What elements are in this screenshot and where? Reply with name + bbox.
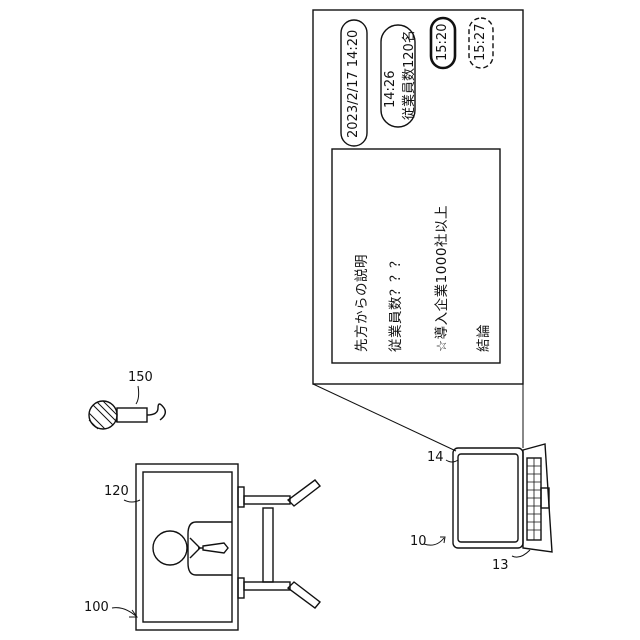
stand-bottom-mount xyxy=(238,578,244,598)
microphone-body xyxy=(117,408,147,422)
leader-150 xyxy=(136,386,139,404)
microphone-group xyxy=(89,401,165,429)
laptop-screen-area xyxy=(458,454,518,542)
laptop-group xyxy=(453,444,552,552)
person-head xyxy=(153,531,187,565)
slide-line-4: 結論 xyxy=(472,324,492,352)
ref-100: 100 xyxy=(84,600,109,615)
ref-150: 150 xyxy=(128,370,153,385)
stand-upper-foot xyxy=(288,480,320,506)
stand-top-mount xyxy=(238,487,244,507)
stand-lower-arm xyxy=(244,582,290,590)
tag-time-bold-text: 15:20 xyxy=(435,24,450,61)
person-body xyxy=(188,522,232,575)
ref-10: 10 xyxy=(410,534,427,549)
stand-lower-foot xyxy=(288,582,320,608)
person-tie xyxy=(203,543,228,553)
leader-13 xyxy=(512,550,530,557)
ref-14: 14 xyxy=(427,450,444,465)
ref-13: 13 xyxy=(492,558,509,573)
ref-120: 120 xyxy=(104,484,129,499)
leader-100 xyxy=(112,608,136,616)
tag-time-dashed-text: 15:27 xyxy=(473,24,488,61)
tag-datetime-text: 2023/2/17 14:20 xyxy=(346,30,361,138)
tag-note-time-text: 14:26 xyxy=(383,71,398,108)
leader-14 xyxy=(446,460,458,462)
stand-column xyxy=(263,508,273,582)
slide-line-3: ☆導入企業1000社以上 xyxy=(430,205,450,352)
microphone-cable xyxy=(147,404,165,420)
leader-10 xyxy=(424,538,444,545)
slide-line-2: 従業員数？？？ xyxy=(384,254,404,352)
leader-120 xyxy=(124,500,140,502)
laptop-keys xyxy=(527,458,541,540)
display-group xyxy=(136,464,320,630)
tag-note-text: 従業員数120名 xyxy=(398,30,417,120)
callout-line-upper xyxy=(313,384,456,451)
stand-upper-arm xyxy=(244,496,290,504)
slide-line-1: 先方からの説明 xyxy=(350,254,370,352)
laptop-lid xyxy=(453,448,523,548)
